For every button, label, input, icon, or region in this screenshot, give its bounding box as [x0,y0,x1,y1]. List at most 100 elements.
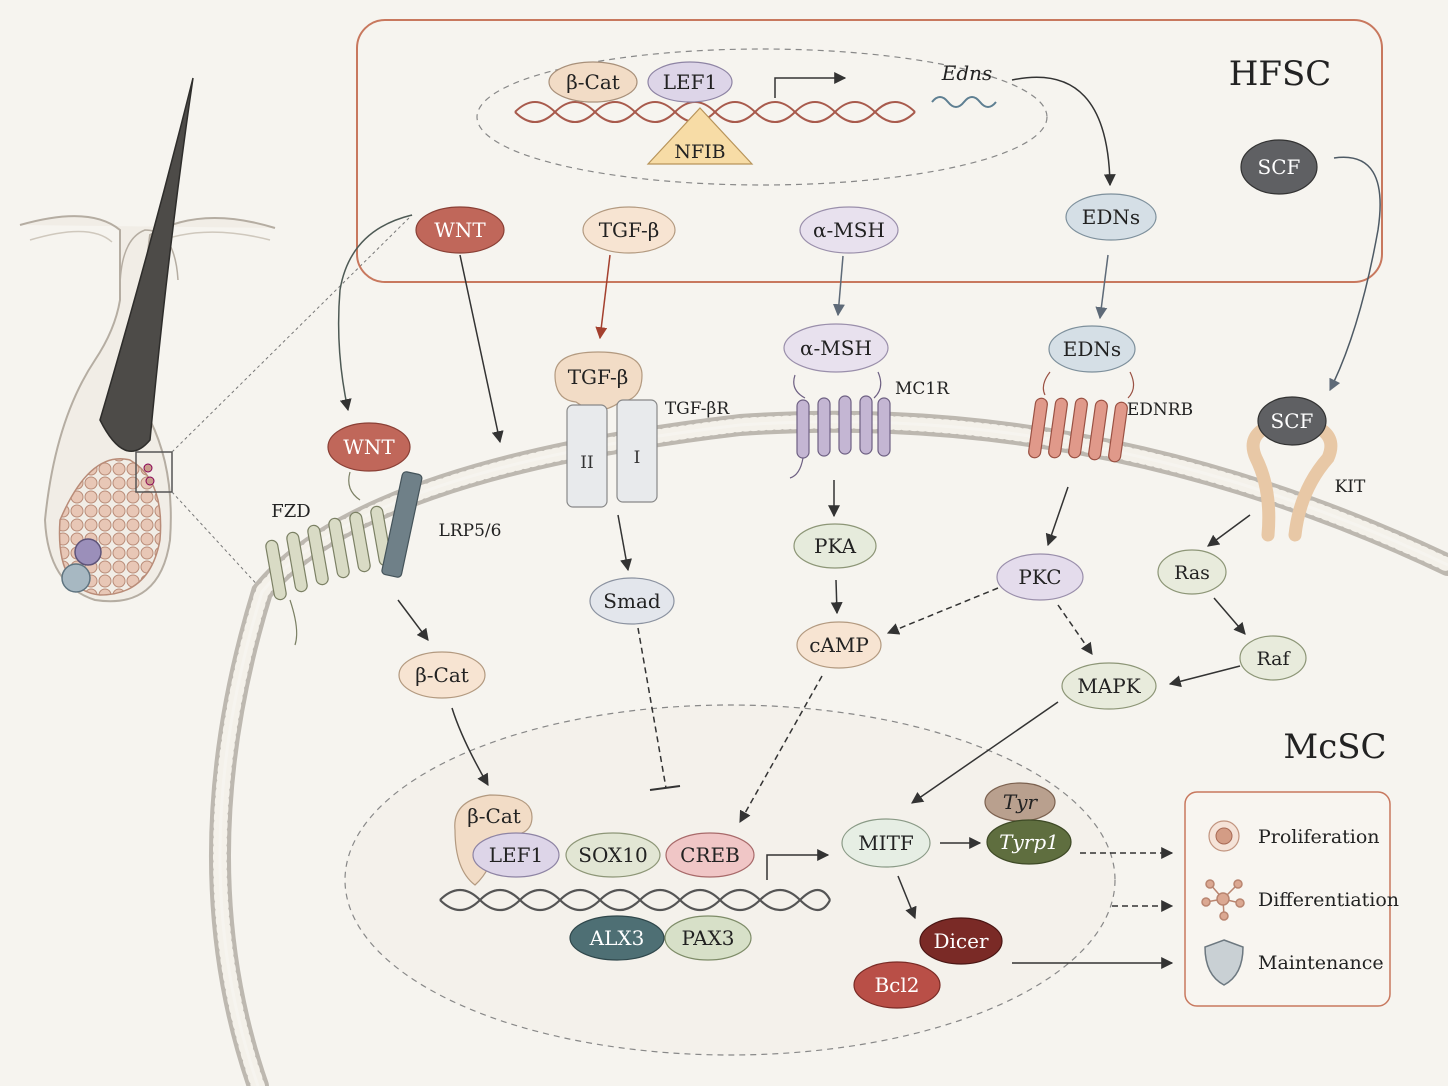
hfsc-dna [514,101,916,123]
svg-text:cAMP: cAMP [809,633,869,657]
ednrb-label: EDNRB [1127,400,1193,420]
nucleus-creb: CREB [665,832,755,878]
outcome-legend: Proliferation Differentiation Maintenanc… [1184,791,1399,1007]
nucleus-sox10: SOX10 [565,832,661,878]
svg-text:II: II [580,453,593,473]
arrow-fzd-to-betacat [397,599,429,641]
svg-text:LEF1: LEF1 [663,70,717,94]
cell-membrane [208,410,1448,1086]
svg-text:ALX3: ALX3 [589,926,645,950]
hfsc-beta-cat: β-Cat [548,61,638,103]
svg-text:PKA: PKA [814,534,857,558]
cyto-pka: PKA [793,523,877,569]
svg-text:MITF: MITF [858,831,914,855]
svg-text:SCF: SCF [1271,409,1314,433]
cyto-smad: Smad [589,577,675,625]
arrow-ednrb-to-pkc [1045,486,1069,547]
hfsc-title: HFSC [1229,54,1332,94]
membrane-edns: EDNs [1048,325,1136,373]
svg-text:Ras: Ras [1174,562,1210,584]
svg-text:Bcl2: Bcl2 [874,973,919,997]
svg-text:EDNs: EDNs [1082,205,1140,229]
svg-text:WNT: WNT [434,218,486,242]
svg-text:LEF1: LEF1 [489,843,543,867]
hfsc-scf: SCF [1240,139,1318,195]
kit-label: KIT [1335,477,1366,497]
legend-proliferation: Proliferation [1258,826,1380,848]
arrow-pkc-to-mapk [1057,604,1093,655]
smad-inhibition [637,627,681,791]
arrow-kit-to-ras [1207,514,1251,547]
svg-text:TGF-β: TGF-β [599,218,660,242]
cyto-beta-cat: β-Cat [398,651,486,699]
hfsc-tgfb: TGF-β [582,206,676,254]
arrow-edns-to-edns [1095,254,1109,320]
arrow-pka-to-camp [830,579,843,615]
mcsc-title: McSC [1283,727,1386,767]
tgfbr-label: TGF-βR [665,399,731,419]
svg-text:Tyrp1: Tyrp1 [999,830,1059,854]
hfsc-edns: EDNs [1065,193,1157,241]
svg-text:Dicer: Dicer [933,929,988,953]
hfsc-edns-gene: Edns [941,61,993,85]
nucleus-tyr: Tyr [984,782,1056,822]
arrow-ras-to-raf [1213,597,1246,635]
arrow-edns-gene-to-edns [1011,76,1116,187]
mcsc-transcription-arrow [766,849,830,880]
cyto-ras: Ras [1157,549,1227,595]
cyto-mapk: MAPK [1061,662,1157,710]
svg-text:Raf: Raf [1256,648,1291,670]
svg-text:SOX10: SOX10 [578,843,647,867]
svg-text:β-Cat: β-Cat [467,804,521,828]
arrow-mitf-to-dicer [897,875,917,920]
mc1r-label: MC1R [895,379,950,399]
tgfbr-receptor: II I [566,399,658,508]
proliferation-icon [1208,820,1240,852]
svg-text:NFIB: NFIB [674,141,725,163]
mc1r-receptor [789,371,891,479]
nucleus-pax3: PAX3 [664,915,752,961]
mcsc-dna [439,888,831,912]
arrow-camp-to-creb [739,675,823,824]
kit-receptor [1246,423,1338,542]
shield-icon [1204,939,1244,986]
svg-text:EDNs: EDNs [1063,337,1121,361]
arrow-pkc-to-camp [886,587,999,635]
svg-text:α-MSH: α-MSH [813,218,885,242]
ednrb-receptor [1028,371,1135,463]
hfsc-nucleus [476,48,1048,186]
arrow-wnt-to-receptor [337,214,413,412]
nucleus-alx3: ALX3 [569,915,665,961]
arrow-scf-to-scf [1329,156,1381,392]
hfsc-box [356,19,1383,283]
svg-text:α-MSH: α-MSH [800,336,872,360]
legend-differentiation: Differentiation [1258,889,1399,911]
hfsc-amsh: α-MSH [799,206,899,254]
nucleus-lef1: LEF1 [472,832,560,878]
lrp-receptor [381,471,423,578]
hfsc-transcription-arrow [774,72,847,98]
svg-text:PKC: PKC [1018,565,1061,589]
svg-text:MAPK: MAPK [1077,674,1141,698]
hfsc-nfib: NFIB [646,107,754,165]
arrow-amsh-to-amsh [832,255,845,317]
hfsc-wnt: WNT [415,206,505,254]
membrane-scf: SCF [1257,396,1327,446]
svg-text:WNT: WNT [343,435,395,459]
svg-text:β-Cat: β-Cat [566,70,620,94]
svg-text:Smad: Smad [603,589,661,613]
cyto-camp: cAMP [796,621,882,669]
hfsc-lef1: LEF1 [647,61,733,103]
svg-text:β-Cat: β-Cat [415,663,469,687]
nucleus-dicer: Dicer [919,917,1003,965]
membrane-amsh: α-MSH [783,323,889,373]
cyto-pkc: PKC [996,553,1084,601]
fzd-label: FZD [271,501,310,522]
nucleus-bcl2: Bcl2 [853,961,941,1009]
edns-mrna [931,96,997,108]
cyto-raf: Raf [1239,635,1307,681]
svg-text:SCF: SCF [1258,155,1301,179]
hair-follicle-illustration [19,77,413,603]
legend-maintenance: Maintenance [1258,952,1384,974]
